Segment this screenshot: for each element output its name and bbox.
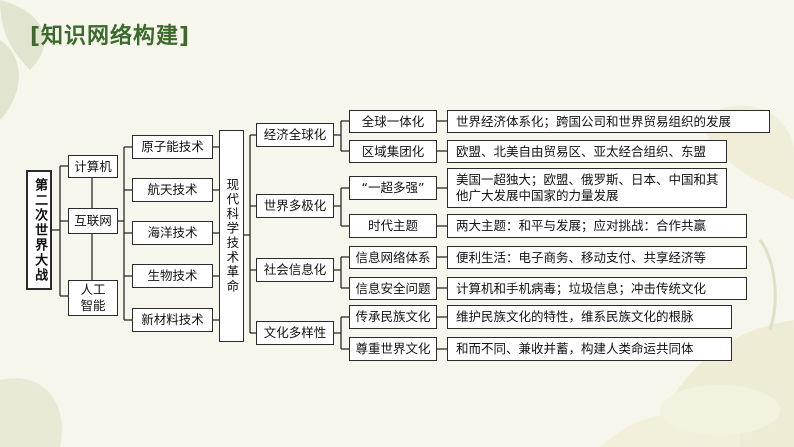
leaf-decoration-bottom-left xyxy=(0,378,62,447)
node-tech-aerospace: 航天技术 xyxy=(132,178,213,202)
root-node-wwii: 第二次世界大战 xyxy=(26,170,52,290)
node-trend-multipolarity: 世界多极化 xyxy=(256,194,334,218)
leaf-decoration-top-left xyxy=(0,0,45,120)
detail-regional-blocs: 欧盟、北美自由贸易区、亚太经合组织、东盟 xyxy=(447,140,727,163)
node-item-global-integration: 全球一体化 xyxy=(349,110,437,133)
node-item-respect-culture: 尊重世界文化 xyxy=(349,337,437,361)
detail-inherit-culture: 维护民族文化的特性，维系民族文化的根脉 xyxy=(447,305,732,329)
node-internet: 互联网 xyxy=(68,208,118,234)
node-tech-ocean: 海洋技术 xyxy=(132,221,213,245)
node-tech-bio: 生物技术 xyxy=(132,264,213,288)
detail-info-security: 计算机和手机病毒；垃圾信息；冲击传统文化 xyxy=(447,277,747,300)
page-title: [知识网络构建] xyxy=(30,24,191,49)
node-trend-cultural-diversity: 文化多样性 xyxy=(256,321,334,345)
node-item-info-security: 信息安全问题 xyxy=(349,277,437,300)
detail-one-superpower: 美国一超独大；欧盟、俄罗斯、日本、中国和其他广大发展中国家的力量发展 xyxy=(447,168,727,208)
node-ai: 人工 智能 xyxy=(68,280,118,316)
detail-era-theme: 两大主题：和平与发展；应对挑战：合作共赢 xyxy=(447,214,747,238)
node-tech-materials: 新材料技术 xyxy=(132,308,213,332)
node-item-one-superpower: “一超多强” xyxy=(349,176,437,200)
node-item-info-network: 信息网络体系 xyxy=(349,246,437,269)
node-computer: 计算机 xyxy=(68,155,118,178)
node-tech-nuclear: 原子能技术 xyxy=(132,135,213,159)
node-item-inherit-culture: 传承民族文化 xyxy=(349,305,437,329)
node-item-era-theme: 时代主题 xyxy=(349,214,437,238)
node-trend-globalization: 经济全球化 xyxy=(256,123,334,147)
detail-respect-culture: 和而不同、兼收并蓄，构建人类命运共同体 xyxy=(447,337,732,361)
node-tech-revolution: 现代科学技术革命 xyxy=(219,130,244,342)
node-trend-informatization: 社会信息化 xyxy=(256,258,334,282)
node-item-regional-blocs: 区域集团化 xyxy=(349,140,437,163)
detail-global-integration: 世界经济体系化；跨国公司和世界贸易组织的发展 xyxy=(447,110,770,133)
detail-info-network: 便利生活：电子商务、移动支付、共享经济等 xyxy=(447,246,747,269)
